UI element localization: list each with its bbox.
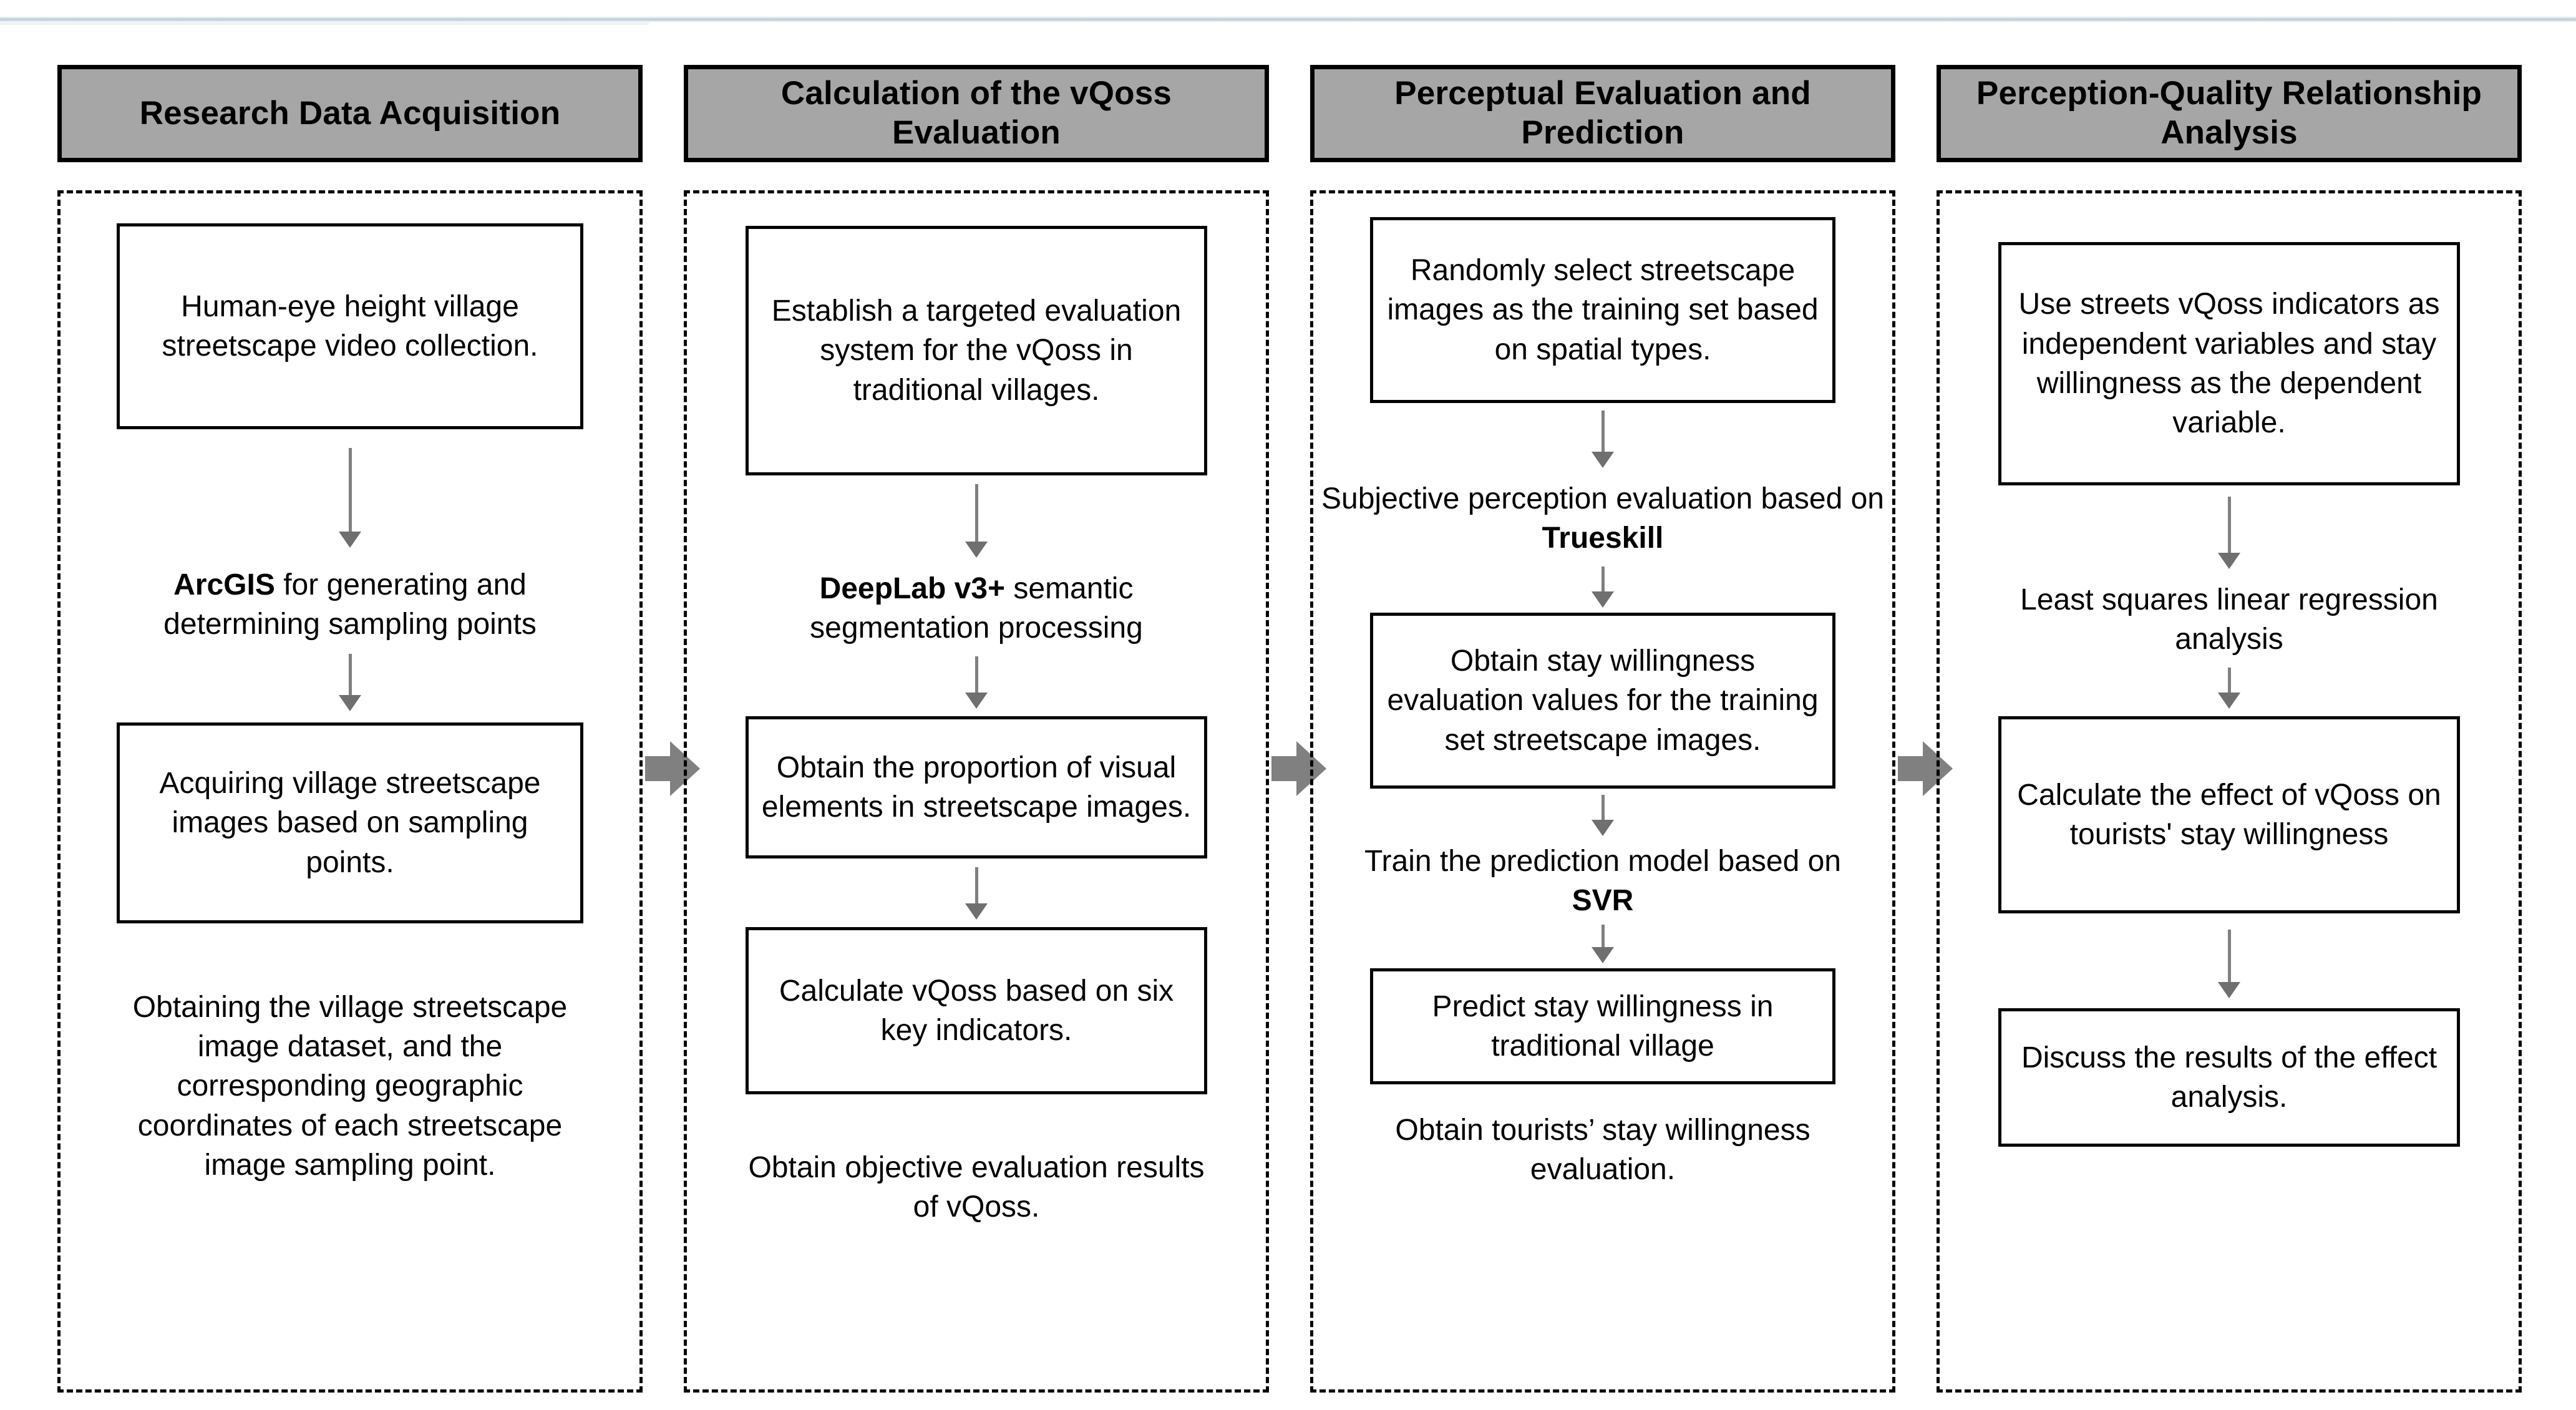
- step-node-dataset-outcome: Obtaining the village streetscape image …: [94, 940, 606, 1233]
- step-node-text: Least squares linear regression analysis: [2020, 583, 2438, 656]
- down-arrow-icon: [2218, 497, 2240, 569]
- stage-column-research-data-acquisition: Research Data Acquisition Human-eye heig…: [57, 0, 643, 1410]
- step-node-text: Acquiring village streetscape images bas…: [159, 766, 541, 879]
- step-node-establish-evaluation-system[interactable]: Establish a targeted evaluation system f…: [746, 226, 1207, 475]
- step-node-text: Obtaining the village streetscape image …: [132, 990, 568, 1182]
- step-node-calculate-vqoss[interactable]: Calculate vQoss based on six key indicat…: [746, 927, 1207, 1094]
- stage-connector-arrow-icon-2: [1269, 737, 1329, 800]
- step-node-text-rest: semantic segmentation processing: [810, 571, 1143, 644]
- step-node-independent-dependent-variables[interactable]: Use streets vQoss indicators as independ…: [1998, 242, 2460, 485]
- step-node-text: Obtain objective evaluation results of v…: [748, 1150, 1205, 1223]
- stage-panel-vqoss-calculation: Establish a targeted evaluation system f…: [684, 190, 1269, 1393]
- stage-panel-perceptual-evaluation: Randomly select streetscape images as th…: [1310, 190, 1895, 1393]
- stage-panel-perception-quality-analysis: Use streets vQoss indicators as independ…: [1937, 190, 2522, 1393]
- step-node-stay-willingness-values[interactable]: Obtain stay willingness evaluation value…: [1370, 613, 1835, 789]
- step-node-random-training-set[interactable]: Randomly select streetscape images as th…: [1370, 217, 1835, 403]
- stage-header-research-data-acquisition: Research Data Acquisition: [57, 65, 643, 162]
- stage-header-perception-quality-analysis: Perception-Quality Relationship Analysis: [1937, 65, 2522, 162]
- stage-panel-research-data-acquisition: Human-eye height village streetscape vid…: [57, 190, 643, 1393]
- stage-header-label: Research Data Acquisition: [139, 94, 561, 132]
- stage-column-perception-quality-analysis: Perception-Quality Relationship Analysis…: [1937, 0, 2522, 1410]
- step-node-text: Establish a targeted evaluation system f…: [771, 294, 1182, 407]
- stage-column-vqoss-calculation: Calculation of the vQoss Evaluation Esta…: [684, 0, 1269, 1410]
- stage-connector-arrow-icon-3: [1895, 737, 1955, 800]
- step-node-text-lead: Subjective perception evaluation based o…: [1321, 482, 1884, 515]
- down-arrow-icon: [1592, 411, 1614, 468]
- step-node-tourists-outcome: Obtain tourists’ stay willingness evalua…: [1353, 1097, 1852, 1203]
- step-node-deeplab-segmentation: DeepLab v3+ semantic segmentation proces…: [721, 562, 1232, 655]
- step-node-text: Obtain the proportion of visual elements…: [761, 751, 1192, 824]
- step-node-svr-training: Train the prediction model based on SVR: [1353, 837, 1852, 925]
- step-node-text: Randomly select streetscape images as th…: [1387, 253, 1819, 366]
- down-arrow-icon: [965, 656, 988, 709]
- step-node-least-squares-regression: Least squares linear regression analysis: [1980, 573, 2479, 666]
- step-node-text-lead: Train the prediction model based on: [1364, 844, 1841, 878]
- step-node-text: Human-eye height village streetscape vid…: [162, 289, 538, 362]
- step-node-arcgis-sampling: ArcGIS for generating and determining sa…: [88, 558, 612, 651]
- step-node-visual-element-proportion[interactable]: Obtain the proportion of visual elements…: [746, 716, 1207, 858]
- top-divider-rule: [0, 16, 2576, 22]
- step-node-text: Obtain stay willingness evaluation value…: [1387, 644, 1819, 757]
- top-divider-rule-soft: [0, 22, 649, 25]
- down-arrow-icon: [1592, 795, 1614, 836]
- step-node-text: DeepLab v3+ semantic segmentation proces…: [721, 565, 1232, 652]
- step-node-text: Discuss the results of the effect analys…: [2021, 1041, 2437, 1114]
- step-node-discuss-results[interactable]: Discuss the results of the effect analys…: [1998, 1008, 2460, 1147]
- step-node-text-rest: for generating and determining sampling …: [163, 568, 537, 641]
- down-arrow-icon: [965, 484, 988, 558]
- down-arrow-icon: [339, 448, 361, 548]
- stage-header-label: Perceptual Evaluation and Prediction: [1394, 75, 1811, 151]
- down-arrow-icon: [339, 654, 361, 711]
- step-node-text: Subjective perception evaluation based o…: [1313, 475, 1893, 562]
- stage-header-perceptual-evaluation: Perceptual Evaluation and Prediction: [1310, 65, 1895, 162]
- step-node-calculate-effect[interactable]: Calculate the effect of vQoss on tourist…: [1998, 716, 2460, 913]
- down-arrow-icon: [1592, 566, 1614, 608]
- step-node-text: Calculate vQoss based on six key indicat…: [779, 974, 1174, 1047]
- down-arrow-icon: [2218, 930, 2240, 998]
- down-arrow-icon: [1592, 925, 1614, 963]
- step-node-text: Calculate the effect of vQoss on tourist…: [2017, 778, 2441, 851]
- emphasis-trueskill: Trueskill: [1542, 522, 1664, 555]
- stage-column-perceptual-evaluation: Perceptual Evaluation and Prediction Ran…: [1310, 0, 1895, 1410]
- stage-header-label: Perception-Quality Relationship Analysis: [1976, 75, 2482, 151]
- emphasis-arcgis: ArcGIS: [173, 568, 275, 601]
- step-node-text: Obtain tourists’ stay willingness evalua…: [1395, 1113, 1810, 1186]
- step-node-text: ArcGIS for generating and determining sa…: [88, 562, 612, 648]
- stage-connector-arrow-icon-1: [643, 737, 702, 800]
- step-node-objective-results-outcome: Obtain objective evaluation results of v…: [739, 1109, 1213, 1265]
- emphasis-deeplab: DeepLab v3+: [819, 571, 1006, 605]
- stage-header-vqoss-calculation: Calculation of the vQoss Evaluation: [684, 65, 1269, 162]
- step-node-text: Predict stay willingness in traditional …: [1432, 989, 1774, 1062]
- down-arrow-icon: [965, 867, 988, 920]
- emphasis-svr: SVR: [1572, 884, 1634, 917]
- step-node-predict-stay-willingness[interactable]: Predict stay willingness in traditional …: [1370, 968, 1835, 1084]
- step-node-text: Use streets vQoss indicators as independ…: [2018, 288, 2440, 440]
- step-node-acquire-streetscape-images[interactable]: Acquiring village streetscape images bas…: [117, 722, 583, 923]
- step-node-trueskill-evaluation: Subjective perception evaluation based o…: [1313, 472, 1893, 565]
- down-arrow-icon: [2218, 668, 2240, 709]
- step-node-text: Train the prediction model based on SVR: [1353, 838, 1852, 925]
- stage-header-label: Calculation of the vQoss Evaluation: [780, 75, 1172, 151]
- step-node-video-collection[interactable]: Human-eye height village streetscape vid…: [117, 223, 583, 429]
